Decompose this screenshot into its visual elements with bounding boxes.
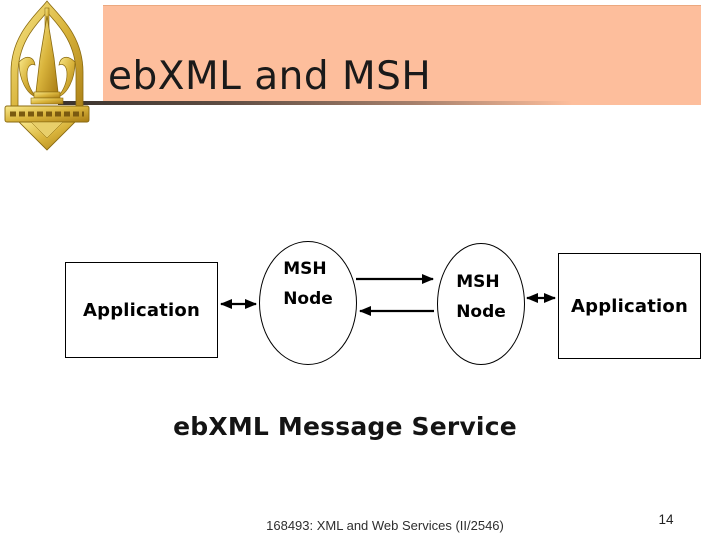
university-emblem-icon — [1, 0, 93, 152]
page-number: 14 — [658, 512, 674, 527]
application-box-left: Application — [65, 262, 218, 358]
msh-node-right-label: MSH Node — [456, 268, 506, 328]
application-box-right: Application — [558, 253, 701, 359]
application-box-right-label: Application — [570, 295, 688, 317]
msh-node-left-label: MSH Node — [283, 255, 333, 315]
application-box-left-label: Application — [82, 299, 200, 321]
title-banner: ebXML and MSH — [103, 5, 701, 103]
msh-node-left-line1: MSH — [283, 259, 327, 280]
slide-title: ebXML and MSH — [108, 54, 432, 100]
msh-node-ellipse-left: MSH Node — [259, 241, 357, 365]
msh-node-ellipse-right: MSH Node — [437, 243, 525, 365]
banner-underline — [58, 101, 701, 105]
msh-node-right-line2: Node — [456, 302, 506, 322]
footer-course-text: 168493: XML and Web Services (II/2546) — [266, 518, 504, 533]
msh-node-left-line2: Node — [283, 289, 333, 309]
diagram-caption: ebXML Message Service — [173, 412, 517, 441]
msh-node-right-line1: MSH — [456, 272, 500, 293]
